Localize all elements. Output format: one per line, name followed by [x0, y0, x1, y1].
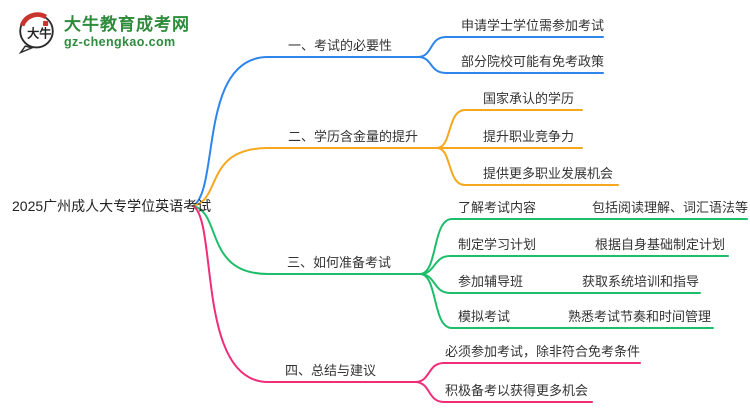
speech-tail [18, 45, 34, 55]
branch2-child3-connector [436, 147, 619, 186]
branch3-title: 三、如何准备考试 [287, 255, 392, 270]
branch4-title: 四、总结与建议 [285, 363, 377, 378]
logo-seal [43, 20, 49, 27]
ox-logo-icon: 大牛 [18, 12, 54, 55]
branch1-connector [192, 56, 419, 207]
branch2-connector [192, 147, 438, 207]
branch2-leaf3: 提供更多职业发展机会 [483, 166, 614, 181]
branch4-leaf2: 积极备考以获得更多机会 [445, 383, 589, 398]
branch3-connector [192, 205, 421, 275]
branch1-leaf2: 部分院校可能有免考政策 [461, 54, 605, 69]
logo-red-arc [19, 12, 48, 27]
branch3-child4-connector [419, 273, 714, 329]
branch3-child1-connector [419, 218, 748, 275]
root-node: 2025广州成人大专学位英语考试 [12, 198, 212, 214]
site-name: 大牛教育成考网 [64, 14, 190, 34]
site-logo[interactable]: 大牛 大牛教育成考网 gz-chengkao.com [16, 11, 190, 55]
branch3-note2: 根据自身基础制定计划 [595, 237, 726, 252]
branch1-child2-connector [417, 56, 604, 74]
branch1-title: 一、考试的必要性 [288, 38, 393, 53]
branch3-child2-connector [419, 255, 729, 275]
branch3-child1: 了解考试内容 [458, 200, 537, 215]
brand-text: 大牛教育成考网 gz-chengkao.com [64, 14, 190, 50]
branch4-leaf1: 必须参加考试，除非符合免考条件 [445, 344, 641, 359]
branch1-child1-connector [417, 36, 604, 58]
branch3-note3: 获取系统培训和指导 [582, 274, 700, 289]
branch2-title: 二、学历含金量的提升 [288, 129, 419, 144]
branch3-child4: 模拟考试 [458, 309, 511, 324]
branch2-leaf1: 国家承认的学历 [483, 91, 575, 106]
branch4-child2-connector [414, 381, 593, 403]
branch2-child1-connector [436, 109, 583, 149]
site-domain: gz-chengkao.com [64, 35, 176, 50]
branch4-child1-connector [414, 362, 641, 383]
branch3-child2: 制定学习计划 [458, 237, 537, 252]
branch3-child3: 参加辅导班 [458, 274, 524, 289]
branch3-note4: 熟悉考试节奏和时间管理 [568, 309, 712, 324]
logo-characters: 大牛 [27, 26, 51, 41]
branch1-leaf1: 申请学士学位需参加考试 [461, 18, 605, 33]
branch3-note1: 包括阅读理解、词汇语法等 [592, 200, 749, 215]
branch2-leaf2: 提升职业竞争力 [483, 129, 575, 144]
branch4-connector [192, 205, 416, 383]
